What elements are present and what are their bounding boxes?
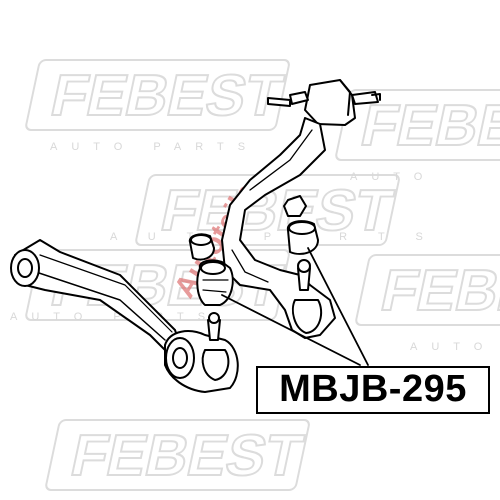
- svg-text:AUTO: AUTO: [350, 171, 436, 183]
- leader-lines: [221, 247, 369, 366]
- svg-text:FEBEST: FEBEST: [356, 94, 500, 158]
- part-number-label: MBJB-295: [256, 366, 490, 414]
- svg-text:FEBEST: FEBEST: [376, 259, 500, 323]
- svg-text:AUTO PARTS: AUTO PARTS: [50, 141, 259, 153]
- brand-watermark-right: FEBEST: [355, 254, 500, 326]
- brand-watermark-bottom: FEBEST: [45, 419, 310, 491]
- svg-text:FEBEST: FEBEST: [66, 424, 309, 488]
- svg-text:FEBEST: FEBEST: [46, 64, 289, 128]
- tagline-watermarks: AUTO PARTS AUTO A U T O P A R T S AUTO P…: [10, 141, 496, 353]
- brand-watermark-top-left: FEBEST: [25, 59, 290, 131]
- svg-text:AUTO: AUTO: [410, 341, 496, 353]
- svg-text:A U T O P A R T S: A U T O P A R T S: [110, 231, 437, 243]
- front-lower-arm: [188, 79, 381, 339]
- rear-lower-link: [10, 239, 239, 393]
